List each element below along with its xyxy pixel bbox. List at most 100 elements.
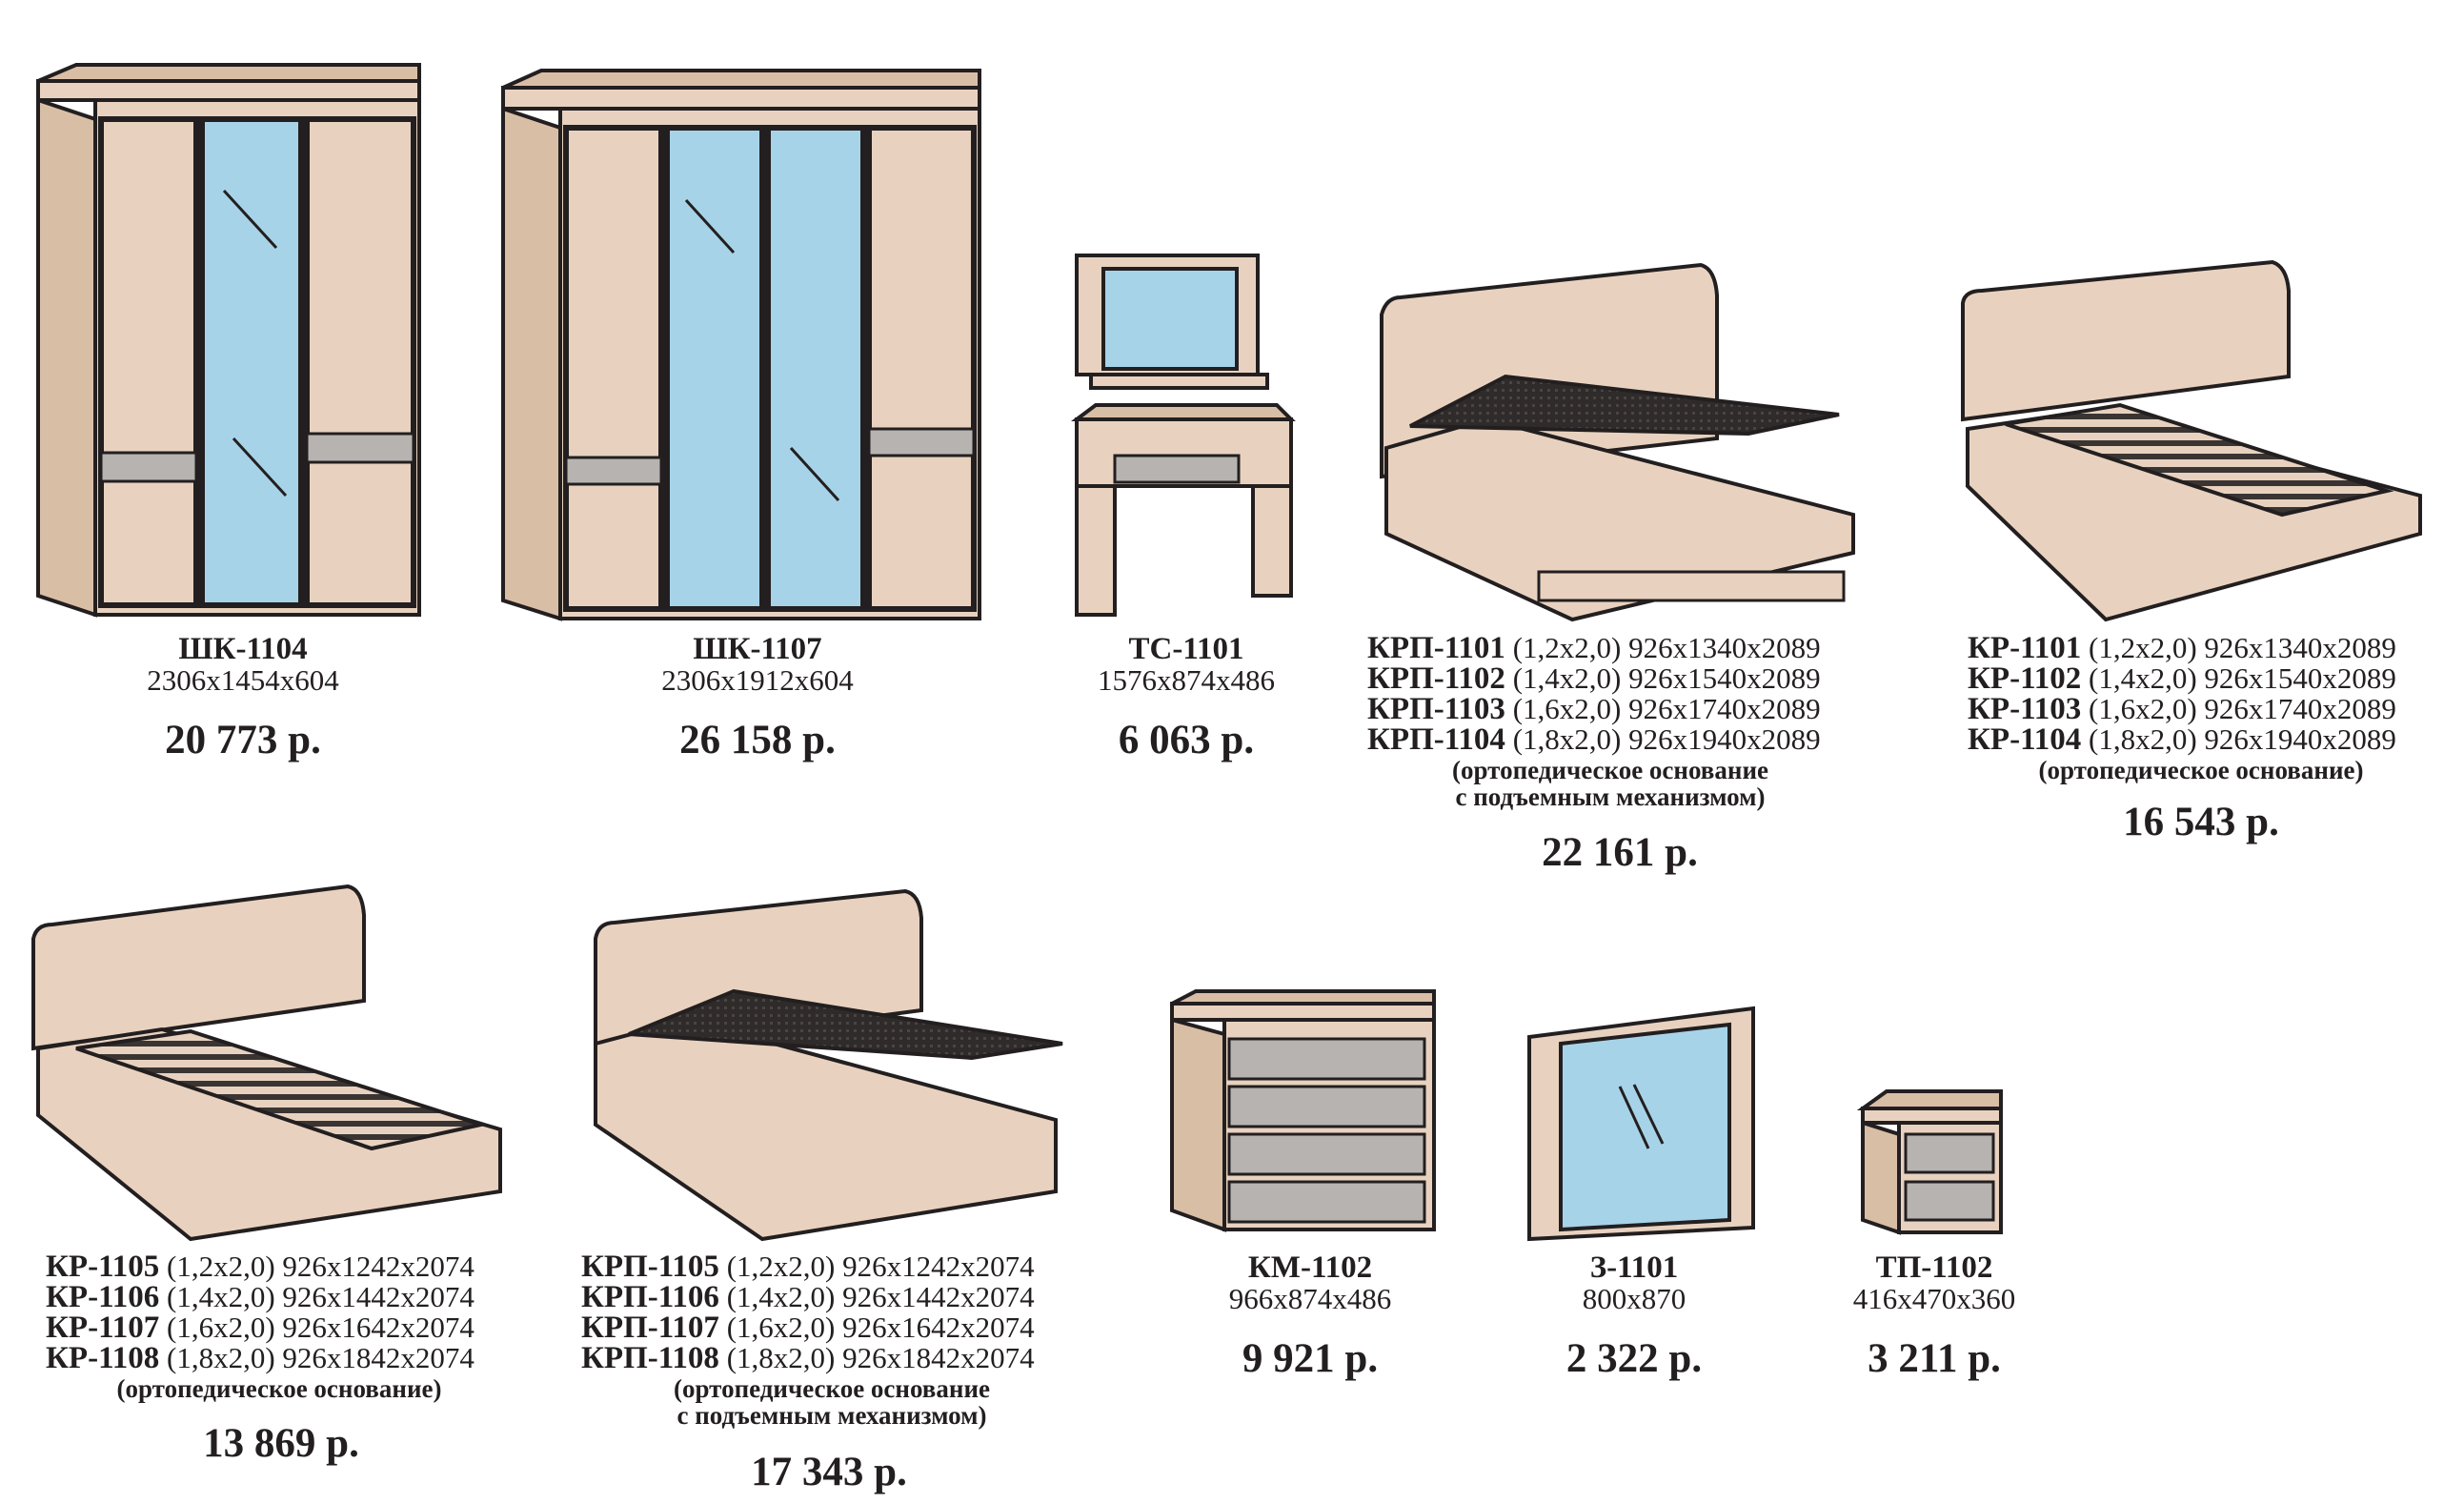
bed-note-line2: с подъемным механизмом) xyxy=(677,1401,987,1430)
product-dressing-table-1101: ТС-1101 1576х874х486 6 063 р. xyxy=(1098,633,1275,763)
bed-note: (ортопедическое основание с подъемным ме… xyxy=(1452,757,1768,810)
bed-spec-list: КР-1105 (1,2х2,0) 926х1242х2074 КР-1106 … xyxy=(46,1250,475,1375)
bed-dimensions: 926х1340х2089 xyxy=(2204,631,2396,664)
product-dimensions: 1576х874х486 xyxy=(1098,663,1275,697)
bed-spec-row: КРП-1101 (1,2х2,0) 926х1340х2089 xyxy=(1367,631,1821,665)
bed-size: (1,4х2,0) xyxy=(2089,661,2197,695)
bed-dimensions: 926х1442х2074 xyxy=(282,1280,475,1313)
bed-code: КРП-1102 xyxy=(1367,661,1505,696)
bed-code: КР-1102 xyxy=(1968,661,2082,696)
product-mirror-1101: З-1101 800х870 2 322 р. xyxy=(1566,1251,1702,1382)
bed-size: (1,8х2,0) xyxy=(2089,722,2197,756)
bed-note-line1: (ортопедическое основание xyxy=(674,1374,990,1403)
bed-dimensions: 926х1642х2074 xyxy=(282,1311,475,1344)
bed-spec-row: КР-1104 (1,8х2,0) 926х1940х2089 xyxy=(1968,722,2396,757)
bed-code: КРП-1104 xyxy=(1367,722,1505,757)
bed-note-line1: (ортопедическое основание xyxy=(1452,756,1768,784)
bed-size: (1,6х2,0) xyxy=(726,1311,836,1344)
bed-spec-row: КРП-1107 (1,6х2,0) 926х1642х2074 xyxy=(581,1311,1035,1345)
bed-size: (1,2х2,0) xyxy=(726,1250,836,1283)
bed-spec-row: КРП-1103 (1,6х2,0) 926х1740х2089 xyxy=(1367,692,1821,726)
bed-spec-row: КР-1103 (1,6х2,0) 926х1740х2089 xyxy=(1968,692,2396,726)
bed-dimensions: 926х1940х2089 xyxy=(2204,722,2396,756)
bed-dimensions: 926х1242х2074 xyxy=(842,1250,1035,1283)
bed-note-line2: с подъемным механизмом) xyxy=(1455,782,1766,811)
bed-dimensions: 926х1740х2089 xyxy=(1628,692,1821,725)
bed-lift-mechanism-icon xyxy=(1380,262,1855,622)
bed-lift-mechanism-icon xyxy=(594,888,1063,1242)
bed-dimensions: 926х1442х2074 xyxy=(842,1280,1035,1313)
bed-size: (1,2х2,0) xyxy=(1512,631,1622,664)
bed-spec-row: КР-1108 (1,8х2,0) 926х1842х2074 xyxy=(46,1341,475,1375)
product-dimensions: 800х870 xyxy=(1582,1282,1686,1315)
bed-spec-list: КРП-1105 (1,2х2,0) 926х1242х2074 КРП-110… xyxy=(581,1250,1035,1375)
bed-spec-row: КРП-1104 (1,8х2,0) 926х1940х2089 xyxy=(1367,722,1821,757)
bed-spec-list: КР-1101 (1,2х2,0) 926х1340х2089 КР-1102 … xyxy=(1968,631,2396,757)
bed-code: КРП-1103 xyxy=(1367,692,1505,726)
product-price: 3 211 р. xyxy=(1868,1336,2001,1381)
bed-size: (1,6х2,0) xyxy=(1512,692,1622,725)
bed-price: 22 161 р. xyxy=(1542,830,1698,875)
product-code: ТП-1102 xyxy=(1875,1250,1993,1285)
bed-size: (1,8х2,0) xyxy=(167,1341,275,1374)
product-price: 9 921 р. xyxy=(1242,1336,1379,1381)
bed-price: 16 543 р. xyxy=(2123,800,2279,844)
bed-spec-list: КРП-1101 (1,2х2,0) 926х1340х2089 КРП-110… xyxy=(1367,631,1821,757)
bed-dimensions: 926х1540х2089 xyxy=(2204,661,2396,695)
product-price: 26 158 р. xyxy=(679,718,836,762)
product-price: 2 322 р. xyxy=(1565,1336,1703,1381)
dressing-table-icon xyxy=(1071,254,1296,617)
bed-dimensions: 926х1842х2074 xyxy=(282,1341,475,1374)
bed-spec-row: КРП-1108 (1,8х2,0) 926х1842х2074 xyxy=(581,1341,1035,1375)
bed-price: 17 343 р. xyxy=(751,1450,907,1494)
bed-code: КР-1106 xyxy=(46,1280,160,1314)
chest-of-drawers-icon xyxy=(1170,989,1436,1232)
bedside-table-icon xyxy=(1856,1089,2003,1235)
bed-spec-row: КРП-1105 (1,2х2,0) 926х1242х2074 xyxy=(581,1250,1035,1284)
product-code: ТС-1101 xyxy=(1128,632,1244,666)
bed-size: (1,6х2,0) xyxy=(167,1311,275,1344)
mirror-icon xyxy=(1527,1006,1755,1242)
product-dimensions: 2306х1454х604 xyxy=(147,663,339,697)
bed-dimensions: 926х1540х2089 xyxy=(1628,661,1821,695)
bed-spec-row: КР-1106 (1,4х2,0) 926х1442х2074 xyxy=(46,1280,475,1314)
bed-spec-row: КРП-1102 (1,4х2,0) 926х1540х2089 xyxy=(1367,661,1821,696)
bed-code: КРП-1108 xyxy=(581,1341,719,1375)
bed-orthopedic-icon xyxy=(1961,259,2422,622)
bed-size: (1,8х2,0) xyxy=(726,1341,836,1374)
bed-code: КРП-1101 xyxy=(1367,631,1505,665)
bed-code: КР-1103 xyxy=(1968,692,2082,726)
bed-price: 13 869 р. xyxy=(203,1421,359,1466)
bed-note: (ортопедическое основание) xyxy=(117,1375,442,1402)
product-price: 6 063 р. xyxy=(1118,718,1255,762)
bed-code: КРП-1107 xyxy=(581,1311,719,1345)
product-code: ШК-1107 xyxy=(693,632,822,666)
product-chest-1102: КМ-1102 966х874х486 9 921 р. xyxy=(1229,1251,1392,1382)
product-code: З-1101 xyxy=(1589,1250,1679,1285)
bed-orthopedic-icon xyxy=(31,884,502,1242)
bed-spec-row: КР-1107 (1,6х2,0) 926х1642х2074 xyxy=(46,1311,475,1344)
product-price: 20 773 р. xyxy=(165,718,321,762)
bed-size: (1,2х2,0) xyxy=(2089,631,2197,664)
bed-dimensions: 926х1842х2074 xyxy=(842,1341,1035,1374)
product-wardrobe-1107: ШК-1107 2306х1912х604 26 158 р. xyxy=(661,633,854,763)
bed-note: (ортопедическое основание) xyxy=(2039,757,2364,783)
bed-dimensions: 926х1340х2089 xyxy=(1628,631,1821,664)
bed-spec-row: КРП-1106 (1,4х2,0) 926х1442х2074 xyxy=(581,1280,1035,1314)
bed-note-line1: (ортопедическое основание) xyxy=(2038,756,2364,784)
bed-note-line1: (ортопедическое основание) xyxy=(116,1374,442,1403)
wardrobe-4-door-icon xyxy=(501,69,981,621)
bed-code: КР-1108 xyxy=(46,1341,160,1375)
bed-code: КРП-1106 xyxy=(581,1280,719,1314)
bed-note: (ортопедическое основание с подъемным ме… xyxy=(674,1375,990,1429)
product-dimensions: 966х874х486 xyxy=(1228,1282,1392,1315)
bed-size: (1,2х2,0) xyxy=(167,1250,275,1283)
product-bedside-table-1102: ТП-1102 416х470х360 3 211 р. xyxy=(1853,1251,2016,1382)
bed-code: КРП-1105 xyxy=(581,1250,719,1284)
bed-spec-row: КР-1101 (1,2х2,0) 926х1340х2089 xyxy=(1968,631,2396,664)
bed-code: КР-1104 xyxy=(1968,722,2082,757)
bed-spec-row: КР-1102 (1,4х2,0) 926х1540х2089 xyxy=(1968,661,2396,696)
product-wardrobe-1104: ШК-1104 2306х1454х604 20 773 р. xyxy=(147,633,339,763)
product-dimensions: 416х470х360 xyxy=(1852,1282,2016,1315)
